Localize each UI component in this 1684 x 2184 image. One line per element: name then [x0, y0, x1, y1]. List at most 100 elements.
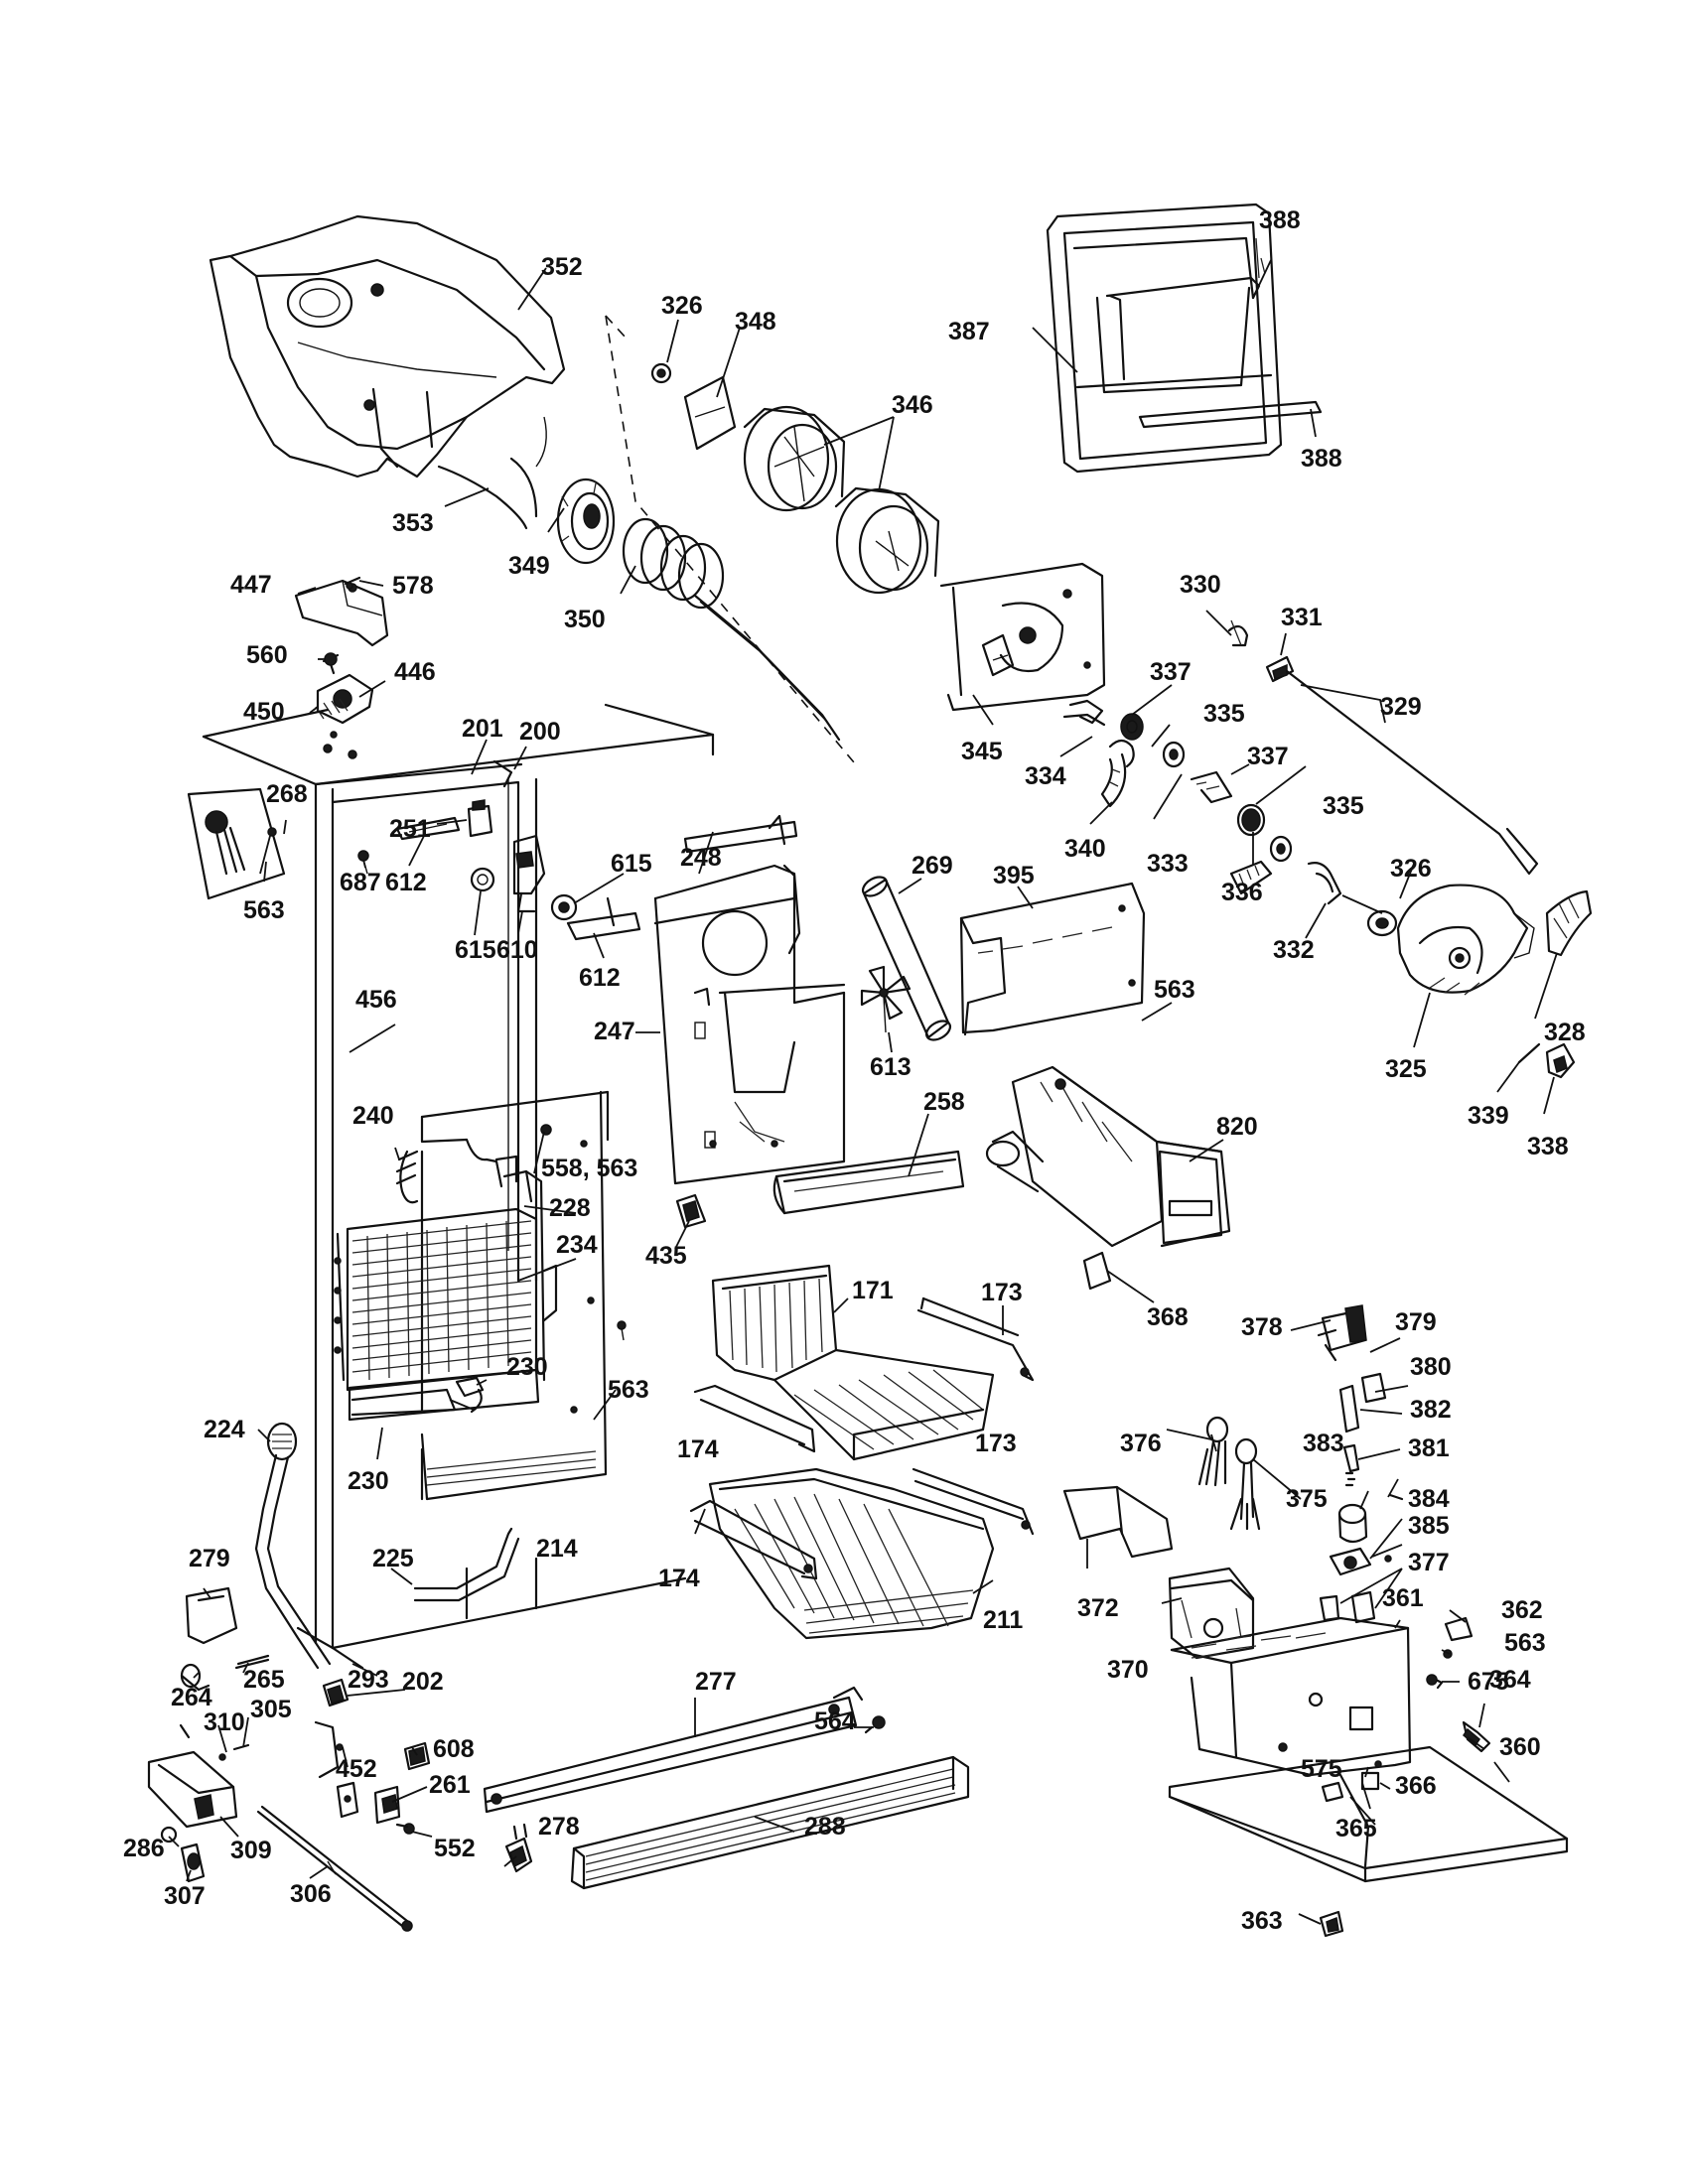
part-damper-control	[1317, 1304, 1404, 1624]
callout-337: 337	[1150, 658, 1192, 686]
part-heaters	[1197, 1416, 1261, 1531]
callout-687: 687	[340, 869, 381, 896]
part-control-box	[1168, 1616, 1569, 1938]
callout-563: 563	[243, 896, 285, 924]
callout-336: 336	[1221, 879, 1263, 906]
callout-228: 228	[549, 1194, 591, 1222]
part-light-socket	[187, 787, 286, 900]
callout-385: 385	[1408, 1512, 1450, 1540]
callout-279: 279	[189, 1545, 230, 1572]
callout-288: 288	[804, 1813, 846, 1841]
part-baskets-and-rails	[689, 1264, 1035, 1640]
callout-329: 329	[1380, 693, 1422, 721]
callout-558-563: 558, 563	[541, 1155, 637, 1182]
callout-251: 251	[389, 815, 431, 843]
callout-328: 328	[1544, 1019, 1586, 1046]
callout-261: 261	[429, 1771, 471, 1799]
callout-335: 335	[1203, 700, 1245, 728]
callout-563: 563	[1504, 1629, 1546, 1657]
part-fan-and-tube	[860, 876, 952, 1041]
callout-348: 348	[735, 308, 776, 336]
callout-447: 447	[230, 571, 272, 599]
callout-258: 258	[923, 1088, 965, 1116]
callout-346: 346	[892, 391, 933, 419]
callout-360: 360	[1499, 1733, 1541, 1761]
callout-564: 564	[814, 1707, 856, 1735]
callout-325: 325	[1385, 1055, 1427, 1083]
callout-340: 340	[1064, 835, 1106, 863]
callout-332: 332	[1273, 936, 1315, 964]
callout-337: 337	[1247, 743, 1289, 770]
callout-368: 368	[1147, 1303, 1189, 1331]
callout-201: 201	[462, 715, 503, 743]
callout-174: 174	[677, 1435, 719, 1463]
callout-labels: 352 326 348 346 388 387 388 353 349 350 …	[123, 206, 1586, 1935]
callout-352: 352	[541, 253, 583, 281]
callout-365: 365	[1335, 1815, 1377, 1843]
callout-615: 615	[455, 936, 496, 964]
part-relay-and-cover	[1062, 1485, 1255, 1660]
part-ice-bucket	[209, 214, 566, 530]
callout-387: 387	[948, 318, 990, 345]
callout-333: 333	[1147, 850, 1189, 878]
callout-608: 608	[433, 1735, 475, 1763]
callout-268: 268	[266, 780, 308, 808]
callout-563: 563	[608, 1376, 649, 1404]
callout-293: 293	[348, 1666, 389, 1694]
part-cabinet-liner	[202, 703, 715, 1670]
callout-305: 305	[250, 1696, 292, 1723]
callout-382: 382	[1410, 1396, 1452, 1424]
callout-395: 395	[993, 862, 1035, 889]
callout-173: 173	[975, 1430, 1017, 1457]
part-auger-motor	[939, 562, 1593, 1079]
part-clip	[675, 1193, 707, 1229]
part-cover-plate	[959, 882, 1146, 1036]
callout-450: 450	[243, 698, 285, 726]
callout-269: 269	[912, 852, 953, 880]
callout-610: 610	[496, 936, 538, 964]
callout-345: 345	[961, 738, 1003, 765]
part-dispenser-door-frame	[1046, 203, 1323, 474]
callout-380: 380	[1410, 1353, 1452, 1381]
part-evaporator	[334, 1090, 627, 1501]
part-auger-assembly	[556, 315, 940, 763]
callout-361: 361	[1382, 1584, 1424, 1612]
callout-820: 820	[1216, 1113, 1258, 1141]
callout-326: 326	[1390, 855, 1432, 883]
callout-309: 309	[230, 1837, 272, 1864]
callout-240: 240	[352, 1102, 394, 1130]
callout-578: 578	[392, 572, 434, 600]
callout-612: 612	[385, 869, 427, 896]
callout-552: 552	[434, 1835, 476, 1862]
callout-613: 613	[870, 1053, 912, 1081]
callout-248: 248	[680, 844, 722, 872]
callout-211: 211	[983, 1606, 1023, 1634]
callout-200: 200	[519, 718, 561, 746]
callout-375: 375	[1286, 1485, 1328, 1513]
callout-362: 362	[1501, 1596, 1543, 1624]
part-ice-maker	[985, 1065, 1231, 1291]
callout-615: 615	[611, 850, 652, 878]
callout-331: 331	[1281, 604, 1323, 631]
callout-334: 334	[1025, 762, 1066, 790]
callout-563: 563	[1154, 976, 1195, 1004]
callout-353: 353	[392, 509, 434, 537]
callout-366: 366	[1395, 1772, 1437, 1800]
part-upper-bracket	[294, 576, 389, 725]
callout-265: 265	[243, 1666, 285, 1694]
callout-376: 376	[1120, 1430, 1162, 1457]
callout-173: 173	[981, 1279, 1023, 1306]
callout-224: 224	[204, 1416, 245, 1443]
part-air-duct	[653, 814, 846, 1185]
callout-384: 384	[1408, 1485, 1450, 1513]
callout-446: 446	[394, 658, 436, 686]
callout-286: 286	[123, 1835, 165, 1862]
leader-lines	[168, 259, 1558, 1925]
callout-364: 364	[1489, 1666, 1531, 1694]
callout-381: 381	[1408, 1434, 1450, 1462]
part-toe-grille	[483, 1686, 970, 1890]
callout-388: 388	[1259, 206, 1301, 234]
callout-575: 575	[1301, 1755, 1342, 1783]
callout-378: 378	[1241, 1313, 1283, 1341]
